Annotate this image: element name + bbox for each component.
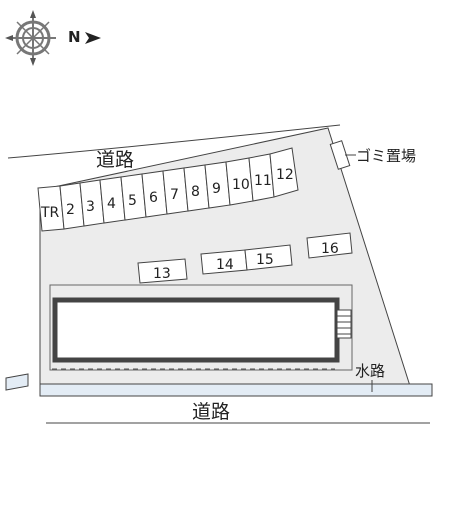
parking-row-top: TR 2 3 4 5 6 7 8 9 10 11 12 xyxy=(37,147,299,232)
parking-slot-label: 16 xyxy=(321,241,339,257)
garbage-label: ゴミ置場 xyxy=(356,147,416,165)
parking-slot-label: 8 xyxy=(191,184,200,200)
road-top-edge xyxy=(7,124,341,159)
parking-slot-label: 7 xyxy=(170,187,179,203)
parking-row-lower: 13 14 15 16 xyxy=(137,232,353,284)
waterway xyxy=(39,383,433,397)
garbage-area xyxy=(329,140,351,170)
parking-slot-label: TR xyxy=(40,205,60,221)
parking-slot-label: 11 xyxy=(254,173,272,189)
parking-slot-label: 3 xyxy=(86,199,95,215)
parking-slot-label: 12 xyxy=(276,167,294,183)
parking-slot-13 xyxy=(137,258,188,284)
road-bottom-label: 道路 xyxy=(192,401,230,423)
parking-slot-label: 6 xyxy=(149,190,158,206)
parking-slot-label: 10 xyxy=(232,177,250,193)
parking-slot-label: 4 xyxy=(107,196,116,212)
waterway-label: 水路 xyxy=(355,362,385,380)
parking-slot-label: 13 xyxy=(153,266,171,282)
stairs-icon xyxy=(336,309,352,339)
waterway-left-stub xyxy=(5,373,29,391)
parking-slot-label: 2 xyxy=(66,202,75,218)
compass-direction-label: N xyxy=(68,28,81,46)
building-outline xyxy=(49,284,353,371)
parking-slot-15 xyxy=(244,244,293,271)
compass-rose-icon xyxy=(5,10,56,66)
parking-slot-12 xyxy=(269,147,299,198)
parking-slot-16 xyxy=(306,232,353,259)
parking-slot-label: 15 xyxy=(256,252,274,268)
building xyxy=(52,297,340,363)
parking-slot-label: 14 xyxy=(216,257,234,273)
compass-arrow-icon xyxy=(85,32,101,44)
parking-slot-label: 9 xyxy=(212,181,221,197)
parking-slot-label: 5 xyxy=(128,193,137,209)
road-top-label: 道路 xyxy=(96,149,134,171)
